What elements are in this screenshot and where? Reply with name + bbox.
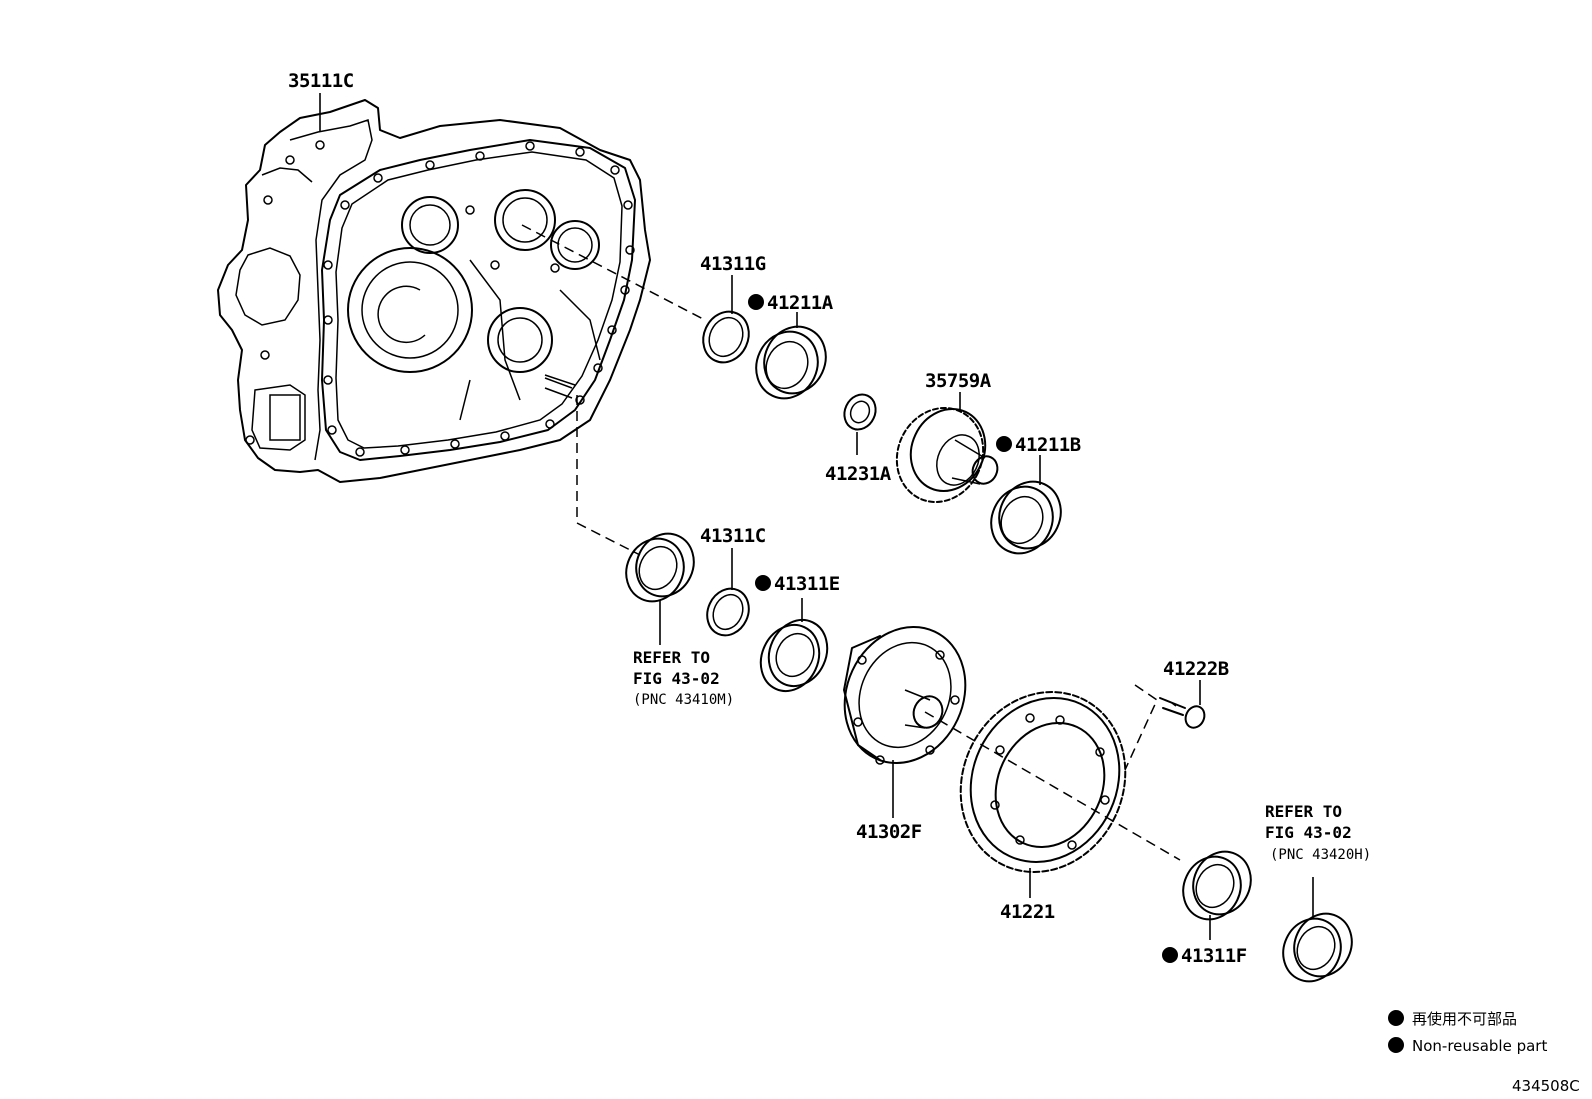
label-35759a: 35759A: [925, 370, 992, 392]
bearing-41311f[interactable]: [1173, 842, 1261, 929]
non-reusable-dot: [996, 436, 1012, 452]
axis-line-bolt: [1124, 684, 1158, 771]
legend-text-en: Non-reusable part: [1412, 1037, 1547, 1055]
gear-35759a[interactable]: [882, 394, 1002, 517]
bearing-41211a[interactable]: [745, 317, 836, 409]
bearing-41311e[interactable]: [750, 610, 837, 700]
svg-text:FIG 43-02: FIG 43-02: [633, 669, 720, 688]
label-41311f: 41311F: [1181, 945, 1247, 967]
seal-41231a[interactable]: [839, 389, 881, 434]
svg-text:REFER TO: REFER TO: [1265, 802, 1342, 821]
label-41311g: 41311G: [700, 253, 766, 275]
axis-line-diff: [924, 711, 1181, 861]
label-41211b: 41211B: [1015, 434, 1081, 456]
non-reusable-dot: [748, 294, 764, 310]
seal-refer-right[interactable]: [1273, 904, 1362, 991]
legend: 再使用不可部品 Non-reusable part: [1388, 1010, 1547, 1055]
ring-gear-41221[interactable]: [932, 665, 1155, 899]
label-35111c: 35111C: [288, 70, 354, 92]
refer-note-left: REFER TO FIG 43-02 (PNC 43410M): [633, 648, 734, 708]
label-41311e: 41311E: [774, 573, 840, 595]
differential-case-41302f[interactable]: [823, 607, 987, 783]
axis-line-lower: [576, 395, 641, 556]
label-41221: 41221: [1000, 901, 1055, 923]
label-41211a: 41211A: [767, 292, 834, 314]
refer-note-right: REFER TO FIG 43-02 (PNC 43420H): [1265, 802, 1371, 863]
figure-id: 434508C: [1512, 1077, 1580, 1095]
label-41231a: 41231A: [825, 463, 892, 485]
svg-text:FIG 43-02: FIG 43-02: [1265, 823, 1352, 842]
svg-text:(PNC 43410M): (PNC 43410M): [633, 692, 734, 708]
bearing-41211b[interactable]: [980, 472, 1071, 564]
seal-refer-left[interactable]: [616, 524, 704, 611]
non-reusable-dot: [755, 575, 771, 591]
shim-41311c[interactable]: [700, 582, 757, 642]
label-41222b: 41222B: [1163, 658, 1229, 680]
svg-text:REFER TO: REFER TO: [633, 648, 710, 667]
legend-dot-en: [1388, 1037, 1404, 1053]
legend-text-jp: 再使用不可部品: [1412, 1010, 1517, 1028]
leader-lines: [319, 93, 1314, 940]
label-41311c: 41311C: [700, 525, 766, 547]
svg-text:(PNC 43420H): (PNC 43420H): [1270, 847, 1371, 863]
label-41302f: 41302F: [856, 821, 922, 843]
transmission-case[interactable]: [217, 99, 651, 483]
bolt-41222b[interactable]: [1159, 697, 1208, 731]
legend-dot-jp: [1388, 1010, 1404, 1026]
shim-41311g[interactable]: [695, 304, 757, 370]
axis-line-upper: [521, 224, 706, 321]
non-reusable-dot: [1162, 947, 1178, 963]
